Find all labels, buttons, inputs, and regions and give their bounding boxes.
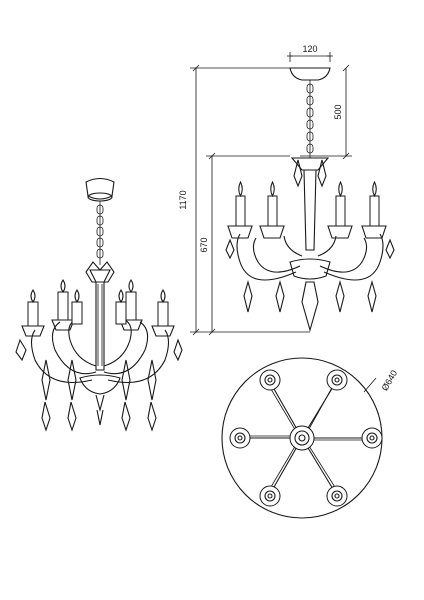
- elevation-candles: [227, 180, 387, 239]
- perspective-crystals: [15, 338, 183, 432]
- top-view-arms: [240, 381, 372, 495]
- elevation-view: 120 1170 500 670: [178, 44, 395, 336]
- perspective-arms: [30, 319, 170, 384]
- elevation-arms: [236, 233, 384, 281]
- perspective-candles: [21, 279, 175, 337]
- top-view-center: [289, 425, 315, 451]
- elevation-column: [303, 169, 317, 251]
- elevation-chain: [306, 80, 314, 158]
- dim-diameter: Ø640: [380, 368, 400, 392]
- elevation-bowl: [289, 258, 331, 280]
- perspective-bowl: [79, 374, 121, 395]
- elevation-canopy: [289, 67, 331, 81]
- dim-total-line: [190, 67, 290, 332]
- perspective-view: [15, 177, 183, 432]
- top-view-cups: [229, 369, 383, 507]
- dim-chain-length: 500: [333, 104, 343, 119]
- elevation-collar: [290, 157, 330, 171]
- dim-body-line: [206, 155, 290, 332]
- perspective-chain: [96, 201, 104, 265]
- dim-body-height: 670: [199, 237, 209, 252]
- dim-canopy-width: 120: [302, 44, 317, 54]
- top-view: Ø640: [221, 357, 400, 519]
- perspective-collar: [85, 261, 115, 283]
- elevation-crystals: [225, 238, 395, 313]
- dim-canopy-line: [289, 52, 331, 62]
- dim-total-height: 1170: [178, 190, 188, 209]
- perspective-column: [89, 269, 111, 371]
- dim-chain-line: [342, 64, 350, 160]
- perspective-canopy: [85, 177, 115, 200]
